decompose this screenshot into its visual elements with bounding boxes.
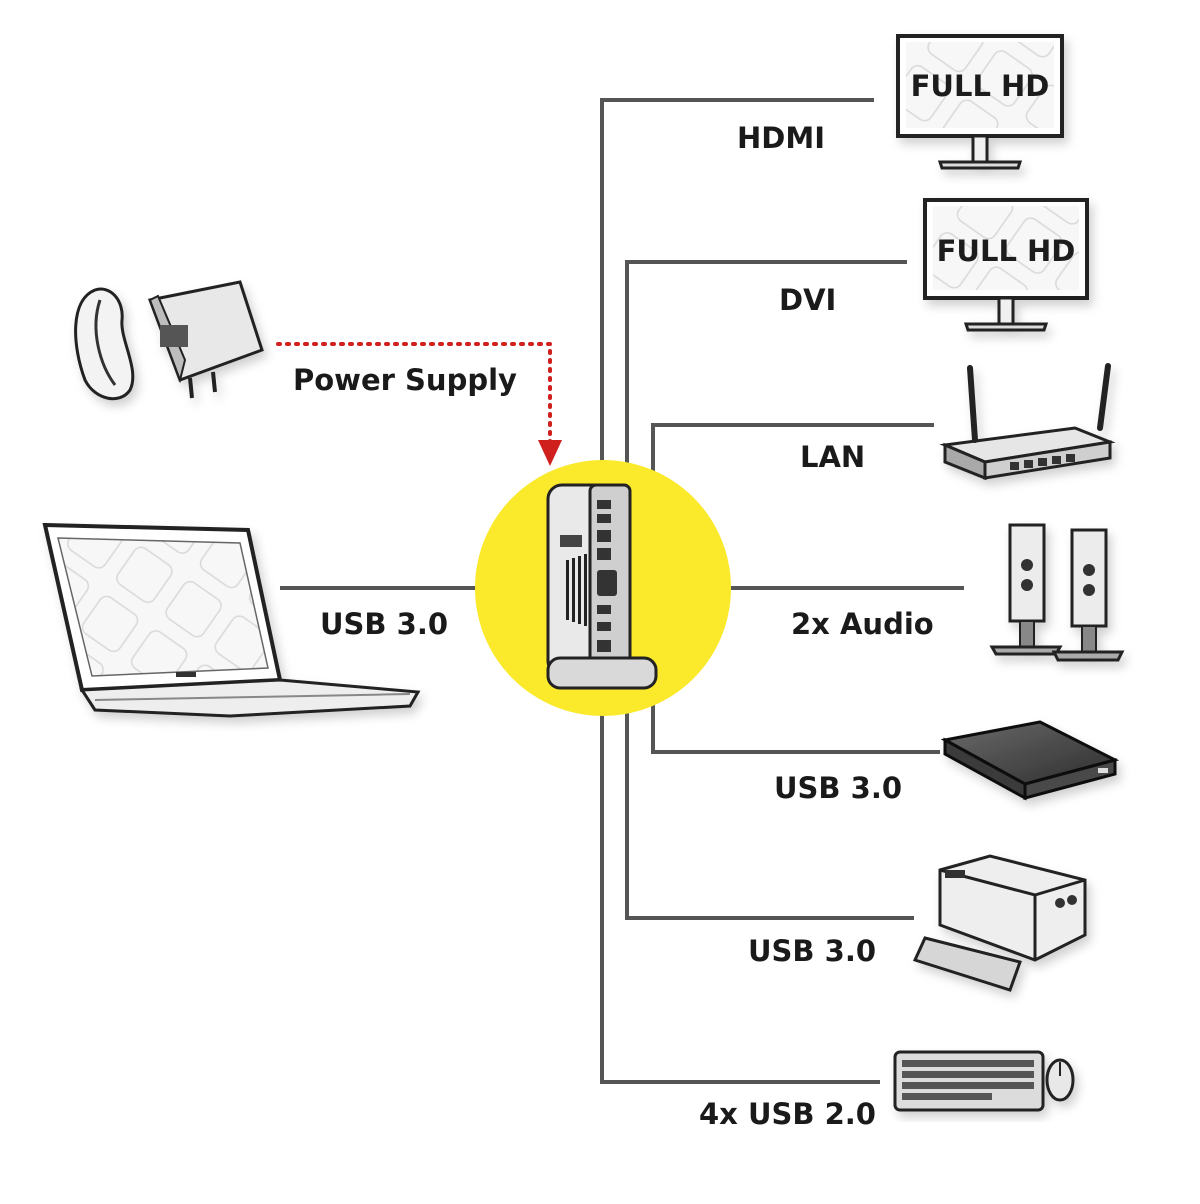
power-adapter-icon (74, 280, 264, 401)
label-lan: LAN (800, 440, 866, 474)
docking-hub (475, 460, 731, 716)
hard-drive-icon (940, 720, 1120, 801)
label-audio: 2x Audio (791, 607, 934, 641)
speakers-icon (989, 523, 1125, 662)
label-usb30-laptop: USB 3.0 (320, 607, 449, 641)
label-hdmi: HDMI (737, 121, 825, 155)
monitor-text-2: FULL HD (937, 234, 1076, 268)
label-usb30-drive: USB 3.0 (774, 771, 903, 805)
label-power-supply: Power Supply (293, 363, 517, 397)
label-usb20: 4x USB 2.0 (699, 1097, 876, 1131)
keyboard-mouse-icon (893, 1050, 1075, 1112)
label-usb30-printer: USB 3.0 (748, 934, 877, 968)
power-arrow (276, 342, 562, 466)
printer-icon (912, 854, 1087, 992)
router-icon (939, 363, 1116, 481)
laptop-icon (42, 522, 421, 718)
monitor-text-1: FULL HD (911, 69, 1050, 103)
monitor-icon-hdmi: FULL HD (896, 34, 1064, 170)
monitor-icon-dvi: FULL HD (923, 198, 1089, 332)
label-dvi: DVI (779, 283, 837, 317)
docking-station-icon (546, 483, 658, 690)
